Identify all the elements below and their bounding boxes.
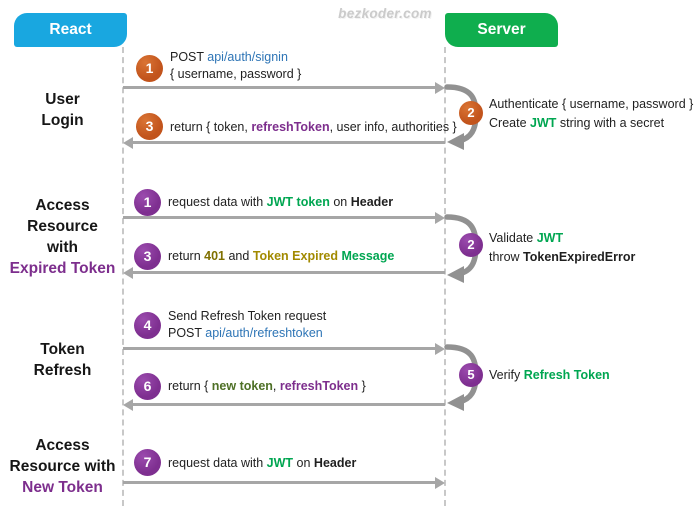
server-note-verify: Verify Refresh Token [489,368,610,382]
arrow-left-icon [123,266,445,279]
arrow-left-icon [123,398,445,411]
step-badge-6: 6 [134,373,161,400]
message-text-refresh-return: return { new token, refreshToken } [168,379,366,393]
step-badge-3b: 3 [134,243,161,270]
step-badge-2: 2 [459,101,483,125]
arrow-left-icon [123,136,445,149]
step-badge-4: 4 [134,312,161,339]
message-text-401-return: return 401 and Token Expired Message [168,249,395,263]
message-text-request-jwt: request data with JWT token on Header [168,195,394,209]
watermark: bezkoder.com [338,6,432,21]
step-badge-3: 3 [136,113,163,140]
message-text-login-return: return { token, refreshToken, user info,… [170,120,457,134]
arrow-right-icon [123,211,445,224]
step-badge-2b: 2 [459,233,483,257]
step-badge-7: 7 [134,449,161,476]
step-badge-5: 5 [459,363,483,387]
arrow-right-icon [123,342,445,355]
server-note-authenticate: Authenticate { username, password }Creat… [489,97,694,130]
arrow-right-icon [123,81,445,94]
actor-server-box: Server [445,13,558,47]
arrow-right-icon [123,476,445,489]
lifeline-server [444,47,446,506]
message-text-request-new-jwt: request data with JWT on Header [168,456,357,470]
actor-react-box: React [14,13,127,47]
step-badge-1: 1 [136,55,163,82]
step-badge-1b: 1 [134,189,161,216]
message-text-signin: POST api/auth/signin{ username, password… [170,50,302,81]
